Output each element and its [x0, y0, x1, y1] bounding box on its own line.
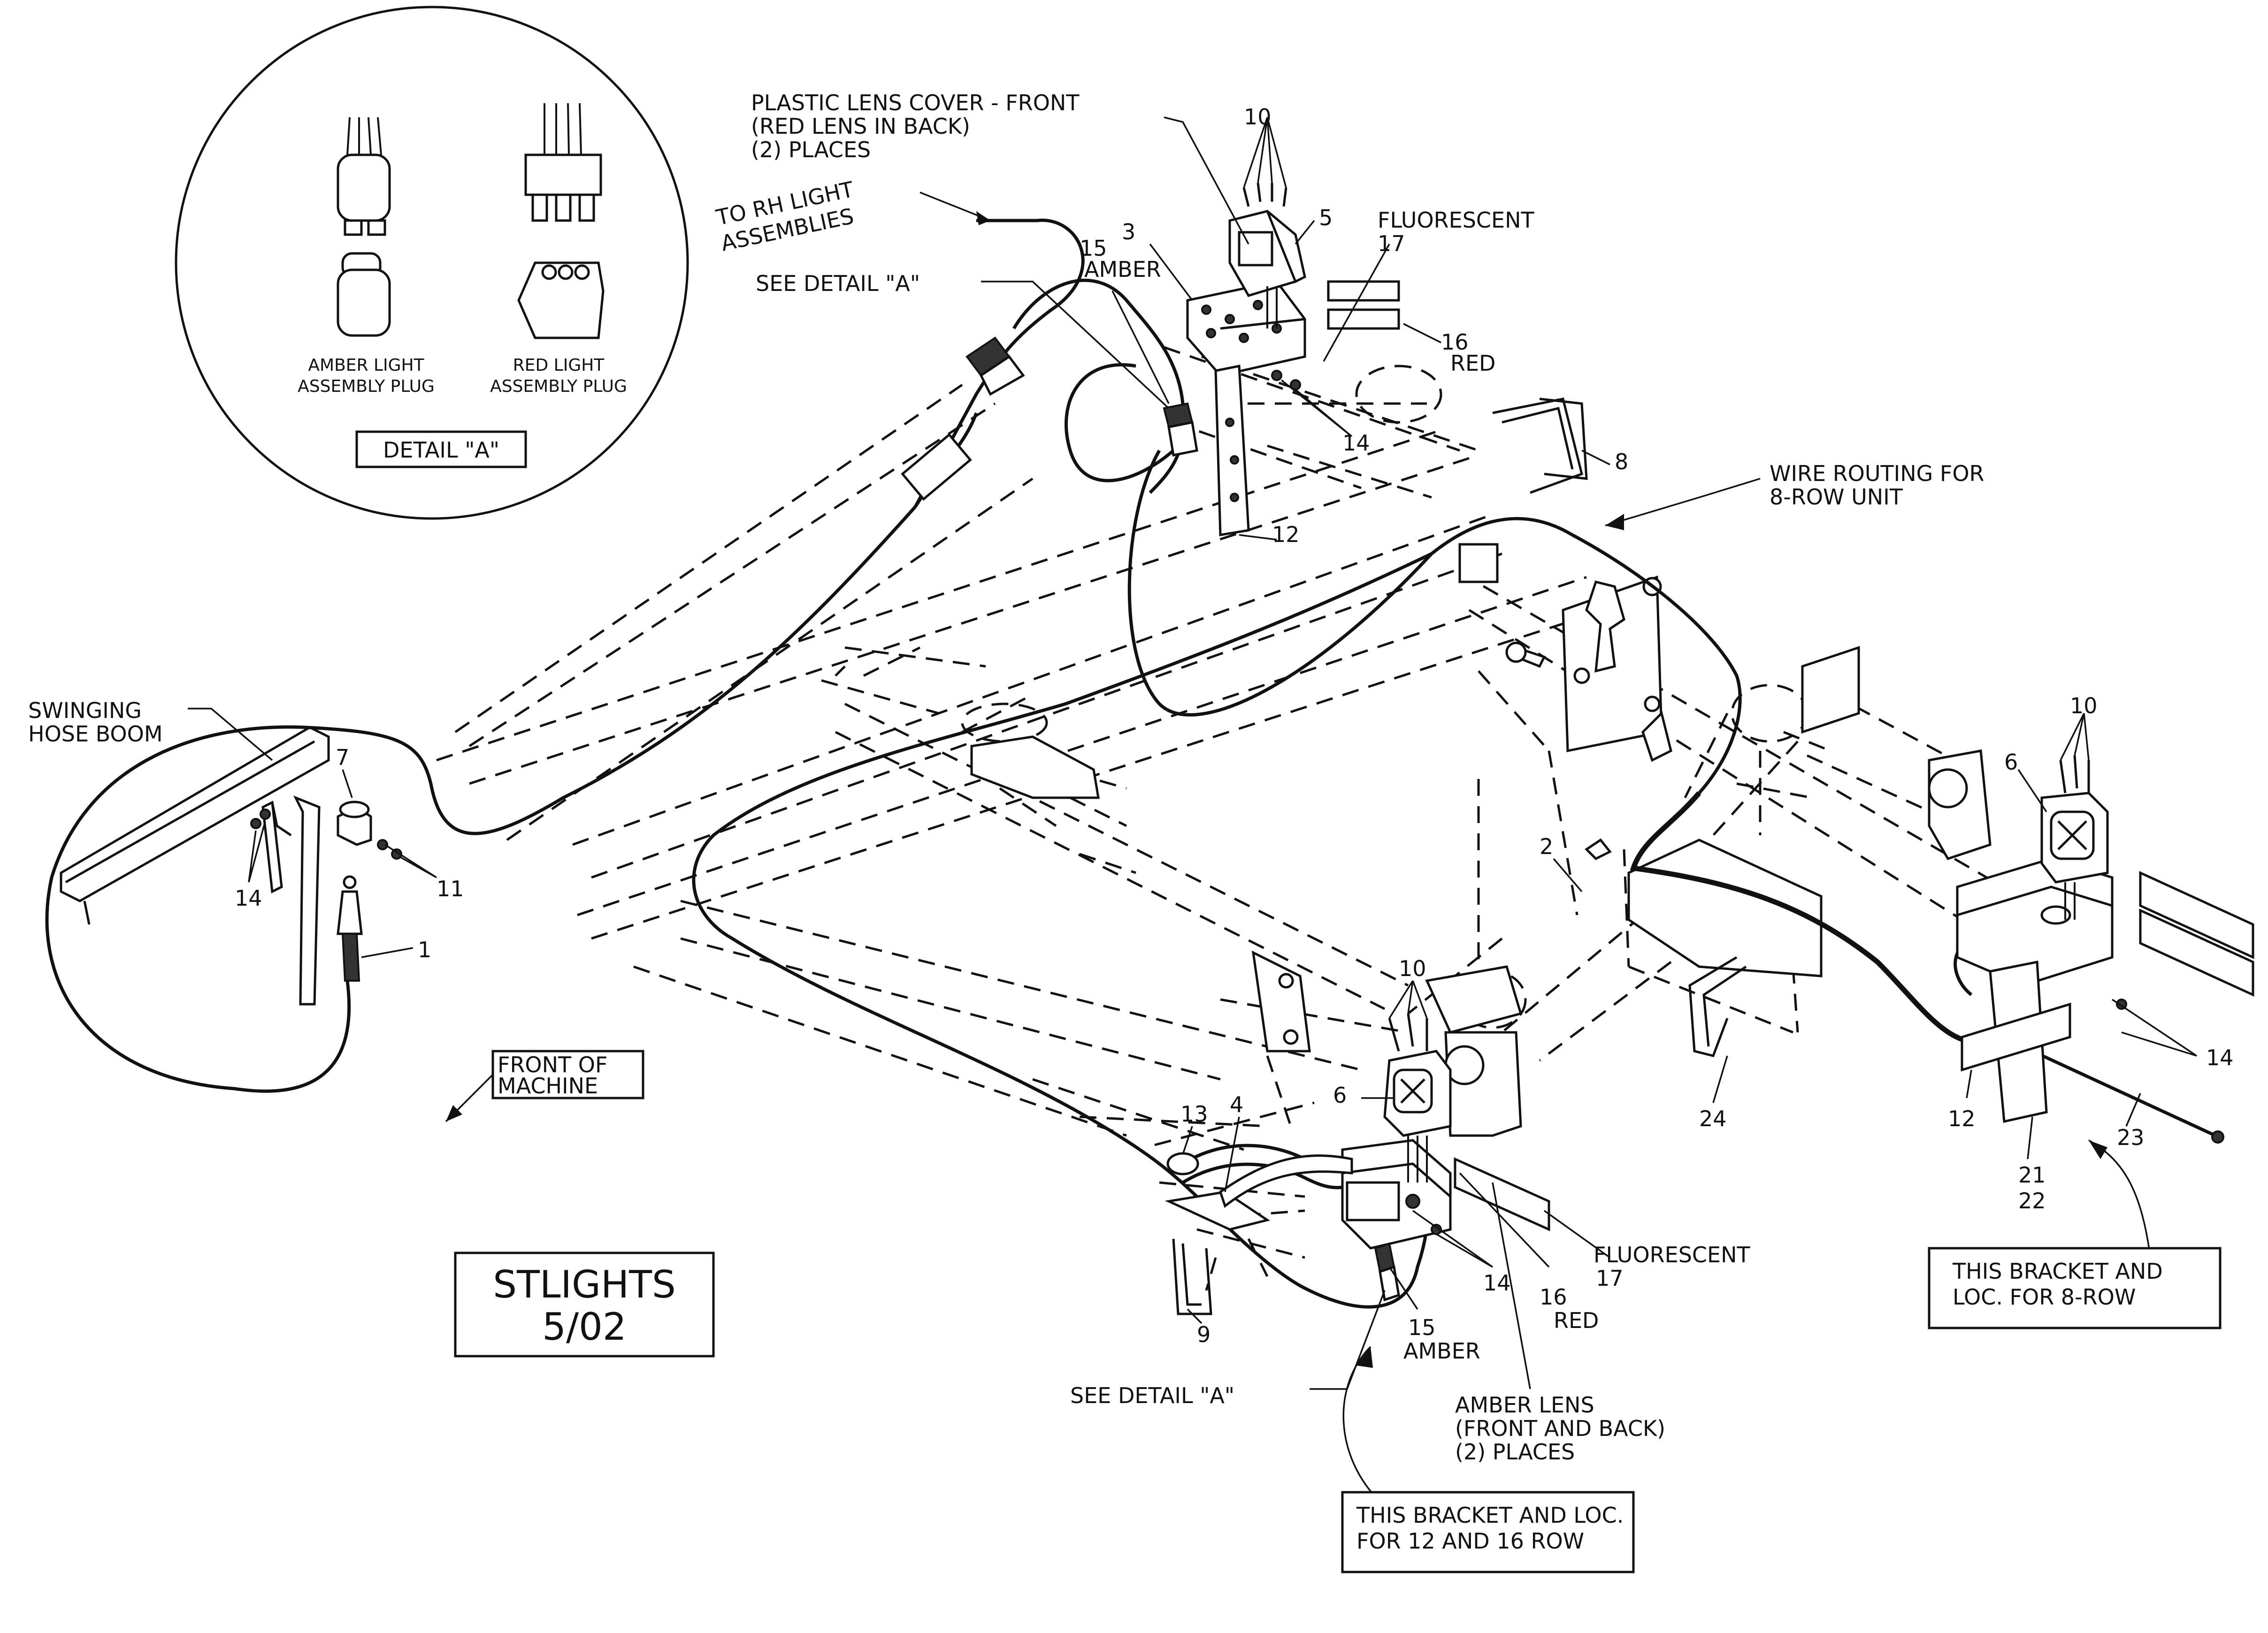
bracket-8-row-box: [1928, 1247, 2222, 1329]
front-label-1: FRONT OF: [498, 1052, 607, 1077]
front-of-machine-box: [491, 1050, 644, 1099]
frame-solid-parts: [970, 397, 1992, 1315]
part-number-labels: 10 3 5 15 17 16 14 12 8 7 11 14 1 2 10 6…: [235, 104, 2234, 1347]
part-number-10-rear: 10: [2070, 693, 2098, 718]
see-detail-top-label: SEE DETAIL "A": [756, 271, 920, 296]
bracket-12-label-2: FOR 12 AND 16 ROW: [1356, 1528, 1584, 1554]
part-number-11: 11: [437, 876, 464, 901]
top-light-bracket: [1163, 183, 1588, 536]
part-number-3: 3: [1122, 219, 1135, 244]
red-plug-label-2: ASSEMBLY PLUG: [490, 377, 627, 396]
fluorescent-bottom-label: FLUORESCENT: [1594, 1242, 1750, 1267]
part-number-21: 21: [2018, 1162, 2046, 1188]
bracket-8-label-2: LOC. FOR 8-ROW: [1953, 1284, 2136, 1310]
part-number-24: 24: [1699, 1106, 1727, 1131]
part-number-16-top: 16: [1441, 329, 1469, 355]
amber-lens-label-3: (2) PLACES: [1455, 1439, 1575, 1465]
part-number-14-top: 14: [1342, 430, 1370, 456]
red-plug-icon: [517, 261, 605, 339]
red-bottom-label: RED: [1554, 1308, 1599, 1333]
part-number-10-lower: 10: [1399, 956, 1426, 981]
part-number-10-top: 10: [1244, 104, 1272, 130]
callout-labels: PLASTIC LENS COVER - FRONT (RED LENS IN …: [28, 90, 2222, 1573]
wire-routing-label-2: 8-ROW UNIT: [1770, 484, 1903, 510]
part-number-7: 7: [336, 745, 349, 770]
red-plug-label-1: RED LIGHT: [513, 356, 605, 375]
wire-routing-label-1: WIRE ROUTING FOR: [1770, 461, 1984, 486]
part-number-8: 8: [1615, 449, 1628, 474]
part-number-5: 5: [1319, 205, 1333, 230]
red-plug-connected-icon: [524, 103, 602, 222]
bracket-8-label-1: THIS BRACKET AND: [1952, 1259, 2163, 1284]
part-number-13: 13: [1180, 1101, 1208, 1127]
title-block-line-1: STLIGHTS: [493, 1263, 676, 1306]
swinging-label-1: SWINGING: [28, 698, 142, 723]
part-number-9: 9: [1197, 1322, 1211, 1347]
plastic-lens-label-3: (2) PLACES: [751, 137, 871, 162]
title-block-line-2: 5/02: [542, 1305, 627, 1349]
amber-lens-label-1: AMBER LENS: [1455, 1392, 1594, 1418]
rear-light-bracket: [1956, 755, 2254, 1123]
front-label-2: MACHINE: [498, 1073, 598, 1099]
part-number-15-lower: 15: [1408, 1315, 1436, 1340]
part-number-16-lower: 16: [1540, 1284, 1567, 1310]
amber-plug-icon: [337, 252, 391, 337]
part-number-17-top: 17: [1378, 231, 1405, 256]
part-number-14-left: 14: [235, 885, 262, 911]
red-top-label: RED: [1450, 351, 1495, 376]
part-number-14-rear: 14: [2206, 1045, 2234, 1070]
fluorescent-top-label: FLUORESCENT: [1378, 207, 1534, 233]
planter-frame-outline: [436, 346, 1996, 1291]
part-number-12-rear: 12: [1948, 1106, 1976, 1131]
part-number-6-lower: 6: [1333, 1083, 1347, 1108]
part-number-6-rear: 6: [2004, 749, 2018, 775]
part-number-14-lower: 14: [1483, 1270, 1511, 1296]
detail-a-inset: AMBER LIGHT ASSEMBLY PLUG RED LIGHT ASSE…: [175, 6, 689, 520]
part-number-17-lower: 17: [1596, 1266, 1624, 1291]
grommet-13: [1166, 1152, 1199, 1175]
amber-plug-label-1: AMBER LIGHT: [308, 356, 424, 375]
part-number-23: 23: [2117, 1125, 2145, 1150]
detail-a-title-box: [355, 430, 527, 468]
part-number-22: 22: [2018, 1188, 2046, 1213]
leader-lines: [188, 116, 2197, 1503]
part-number-2: 2: [1540, 834, 1553, 859]
swinging-hose-boom: [60, 726, 402, 1006]
see-detail-bottom-label: SEE DETAIL "A": [1070, 1383, 1234, 1408]
amber-bottom-label: AMBER: [1403, 1338, 1480, 1364]
detail-a-title: DETAIL "A": [383, 437, 499, 463]
bracket-12-label-1: THIS BRACKET AND LOC.: [1356, 1503, 1624, 1528]
amber-plug-label-2: ASSEMBLY PLUG: [298, 377, 435, 396]
part-number-12-top: 12: [1272, 522, 1300, 547]
lower-light-bracket: [1165, 1013, 1550, 1302]
amber-lens-label-2: (FRONT AND BACK): [1455, 1416, 1665, 1441]
harness-junction-block: [901, 433, 972, 501]
part-number-15-top: 15: [1080, 236, 1107, 261]
detail-a-circle: [175, 6, 689, 520]
amber-plug-connected-icon: [337, 117, 391, 236]
part-number-4: 4: [1230, 1092, 1243, 1117]
amber-top-label: AMBER: [1084, 257, 1161, 282]
part-number-1: 1: [418, 937, 431, 962]
bracket-12-16-box: [1341, 1491, 1635, 1573]
swinging-label-2: HOSE BOOM: [28, 721, 163, 747]
plastic-lens-label-1: PLASTIC LENS COVER - FRONT: [751, 90, 1080, 115]
plastic-lens-label-2: (RED LENS IN BACK): [751, 114, 970, 139]
title-block: [454, 1251, 715, 1358]
